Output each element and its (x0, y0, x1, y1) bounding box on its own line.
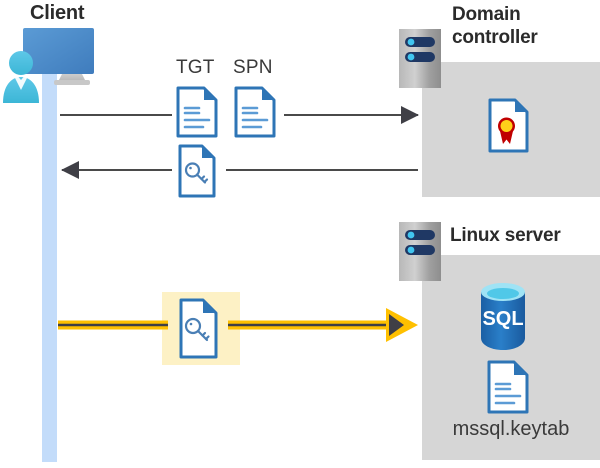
ticket-key-document-icon (178, 144, 216, 198)
client-title: Client (30, 2, 85, 24)
monitor-screen-icon (23, 28, 94, 74)
keytab-document-icon (487, 360, 529, 414)
service-ticket-arrow-group (58, 308, 418, 342)
key-glyph-icon (184, 317, 210, 342)
service-ticket-arrow-segment-2 (228, 308, 418, 342)
keytab-file-label: mssql.keytab (452, 418, 570, 440)
client-icon (3, 28, 94, 103)
linux-server-server-icon (399, 222, 441, 281)
sql-database-label: SQL (482, 308, 523, 330)
sql-database-icon: SQL (481, 283, 525, 350)
domain-controller-title-line1: Domain (452, 4, 521, 25)
linux-server-title: Linux server (450, 225, 561, 246)
spn-document-icon (234, 86, 276, 138)
domain-controller-title-line2: controller (452, 27, 538, 48)
person-collar-icon (15, 76, 27, 90)
client-lifeline (42, 72, 57, 462)
tgt-label: TGT (176, 57, 215, 78)
service-ticket-arrowhead-inner (389, 314, 404, 336)
certificate-document-icon (488, 98, 529, 153)
key-glyph-icon (184, 162, 209, 184)
domain-controller-server-icon (399, 29, 441, 88)
monitor-base-icon (54, 80, 90, 85)
award-ribbon-icon (498, 117, 515, 144)
service-ticket-key-document-icon (179, 298, 218, 359)
person-head-icon (9, 51, 33, 75)
tgt-document-icon (176, 86, 218, 138)
spn-label: SPN (233, 57, 273, 78)
domain-controller-title: Domain controller (452, 3, 592, 49)
